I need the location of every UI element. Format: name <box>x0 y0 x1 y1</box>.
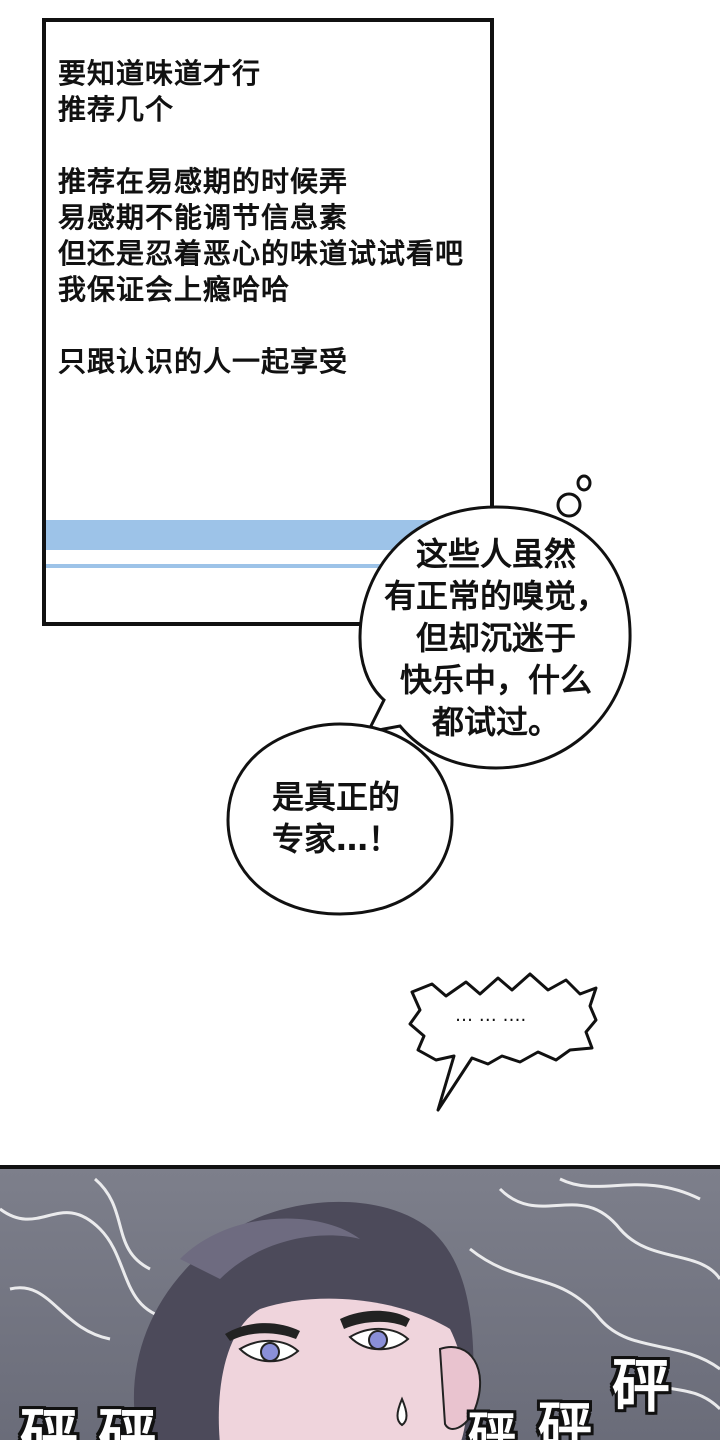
post-line: 推荐几个 <box>58 93 175 126</box>
right-iris <box>368 1330 388 1350</box>
post-line: 我保证会上瘾哈哈 <box>58 273 291 306</box>
hair-highlight <box>180 1218 360 1279</box>
sfx-right-2: 砰 <box>538 1396 592 1440</box>
sfx-right-3: 砰 <box>612 1352 671 1420</box>
post-line: 要知道味道才行 <box>58 57 262 90</box>
sfx-left: 砰 砰 <box>20 1402 157 1440</box>
left-eyebrow <box>225 1323 300 1341</box>
sweat-drop <box>396 1396 408 1427</box>
post-line: 但还是忍着恶心的味道试试看吧 <box>58 237 465 270</box>
bubble-line: 是真正的 <box>272 778 401 816</box>
spiky-bubble <box>408 972 598 1112</box>
screen-post-panel: 要知道味道才行 推荐几个 推荐在易感期的时候弄 易感期不能调节信息素 但还是忍着… <box>42 18 494 626</box>
post-line: 易感期不能调节信息素 <box>58 201 349 234</box>
character-panel: 砰 砰 砰 砰 砰 <box>0 1165 720 1440</box>
bubble-line: 但却沉迷于 <box>415 619 576 657</box>
sfx-right-1: 砰 <box>468 1407 517 1440</box>
right-eyebrow <box>340 1310 410 1329</box>
blue-stripe-thin <box>46 564 490 568</box>
bubble-line: 有正常的嗅觉， <box>383 577 608 615</box>
character-art <box>0 1177 720 1440</box>
left-iris <box>260 1342 280 1362</box>
thought-bubble-text: 这些人虽然 有正常的嗅觉， 但却沉迷于 快乐中，什么 都试过。 <box>376 533 616 743</box>
post-line: 推荐在易感期的时候弄 <box>58 165 349 198</box>
ear <box>438 1346 481 1430</box>
bubble-line: 专家…！ <box>272 820 401 858</box>
speech-bubble-text: 是真正的 专家…！ <box>272 776 400 860</box>
bubble-line: 快乐中，什么 <box>399 661 592 699</box>
bubble-line: 都试过。 <box>431 703 560 741</box>
spiky-bubble-text: … … …. <box>455 1005 527 1026</box>
tension-lines <box>0 1177 720 1411</box>
bubble-line: 这些人虽然 <box>415 535 576 573</box>
screen-post-text: 要知道味道才行 推荐几个 推荐在易感期的时候弄 易感期不能调节信息素 但还是忍着… <box>58 56 464 380</box>
post-line: 只跟认识的人一起享受 <box>58 345 349 378</box>
